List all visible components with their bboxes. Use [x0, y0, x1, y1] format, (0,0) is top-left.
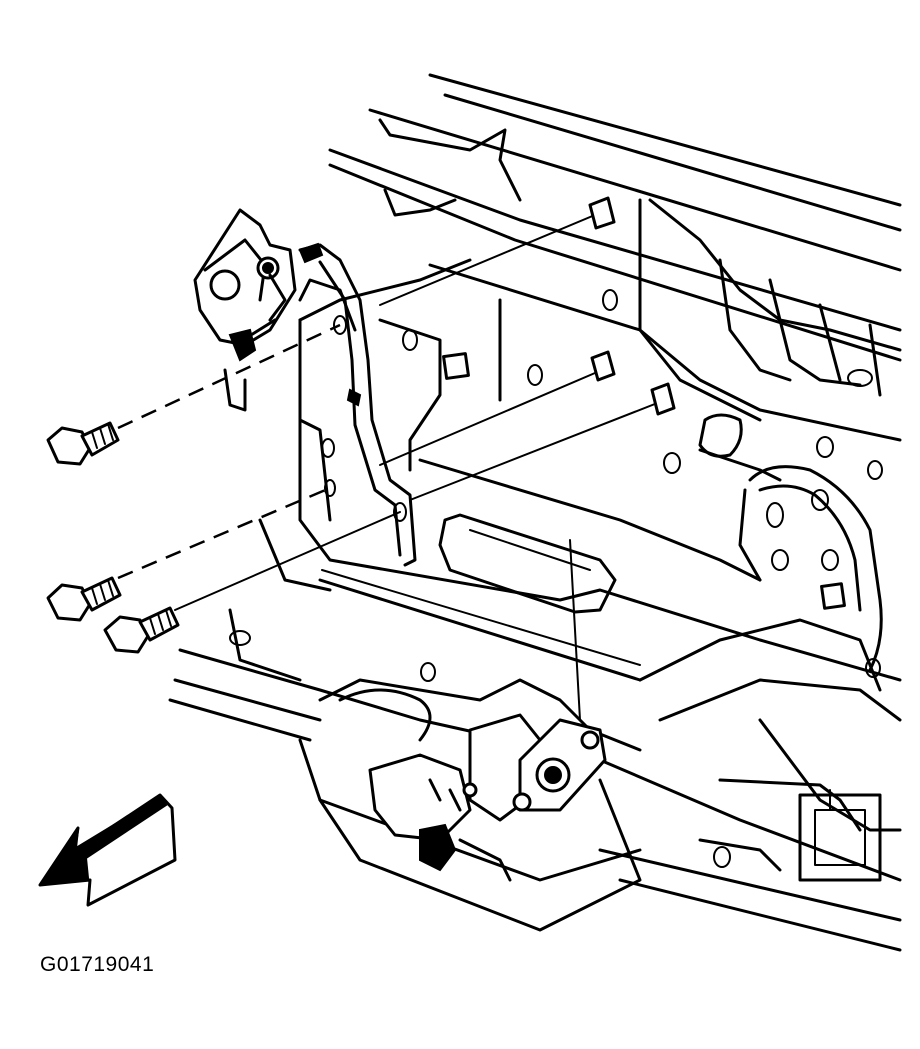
figure-id-label: G01719041 [40, 953, 155, 976]
support-brace [298, 242, 417, 567]
assembly-guide-lines [117, 211, 666, 611]
bolt-upper [46, 421, 120, 466]
right-bracket [638, 465, 902, 882]
front-arrow-icon [38, 793, 177, 907]
upper-latch-bracket [193, 208, 297, 412]
bolt-lower-right [103, 606, 180, 654]
left-upright [298, 278, 407, 522]
radiator-support-panel [298, 258, 902, 682]
hood-latch-assembly [298, 539, 642, 932]
upper-body-panel [328, 73, 902, 422]
receiving-nuts [588, 196, 676, 416]
bolt-lower-left [46, 576, 122, 622]
